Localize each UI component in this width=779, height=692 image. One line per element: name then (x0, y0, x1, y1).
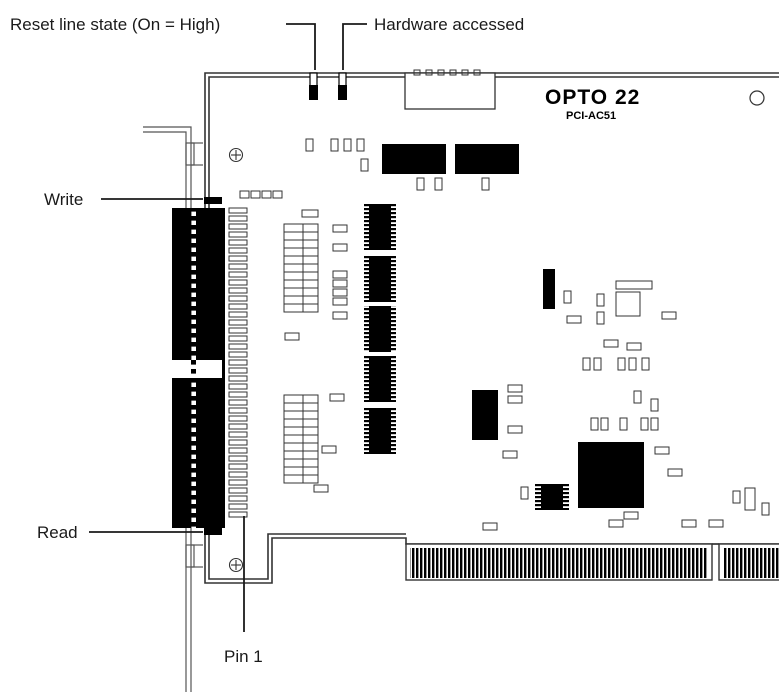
resistor-array-upper (283, 223, 319, 313)
top-connector-pins (413, 69, 481, 76)
brand-name: OPTO 22 (545, 86, 640, 109)
callout-hardware-accessed: Hardware accessed (374, 15, 524, 34)
model-name: PCI-AC51 (566, 110, 616, 122)
reset-led (309, 72, 318, 100)
callout-lines (89, 23, 367, 632)
passive-components (239, 138, 770, 531)
callout-reset-line: Reset line state (On = High) (10, 15, 220, 34)
mounting-hole-bottom (228, 557, 244, 573)
header-pin-pads (228, 207, 248, 518)
corner-hole (749, 90, 765, 106)
hardware-led (338, 72, 347, 100)
pci-edge-connector (405, 543, 779, 581)
callout-read: Read (37, 523, 78, 542)
top-connector (404, 72, 496, 110)
mounting-hole-top (228, 147, 244, 163)
resistor-array-lower (283, 394, 319, 484)
callout-pin-1: Pin 1 (224, 647, 263, 666)
logic-chips (364, 204, 396, 454)
board-outline (204, 72, 779, 584)
io-header-connector (170, 197, 225, 535)
integrated-circuits (382, 144, 644, 510)
crystal (615, 291, 641, 317)
callout-write: Write (44, 190, 83, 209)
